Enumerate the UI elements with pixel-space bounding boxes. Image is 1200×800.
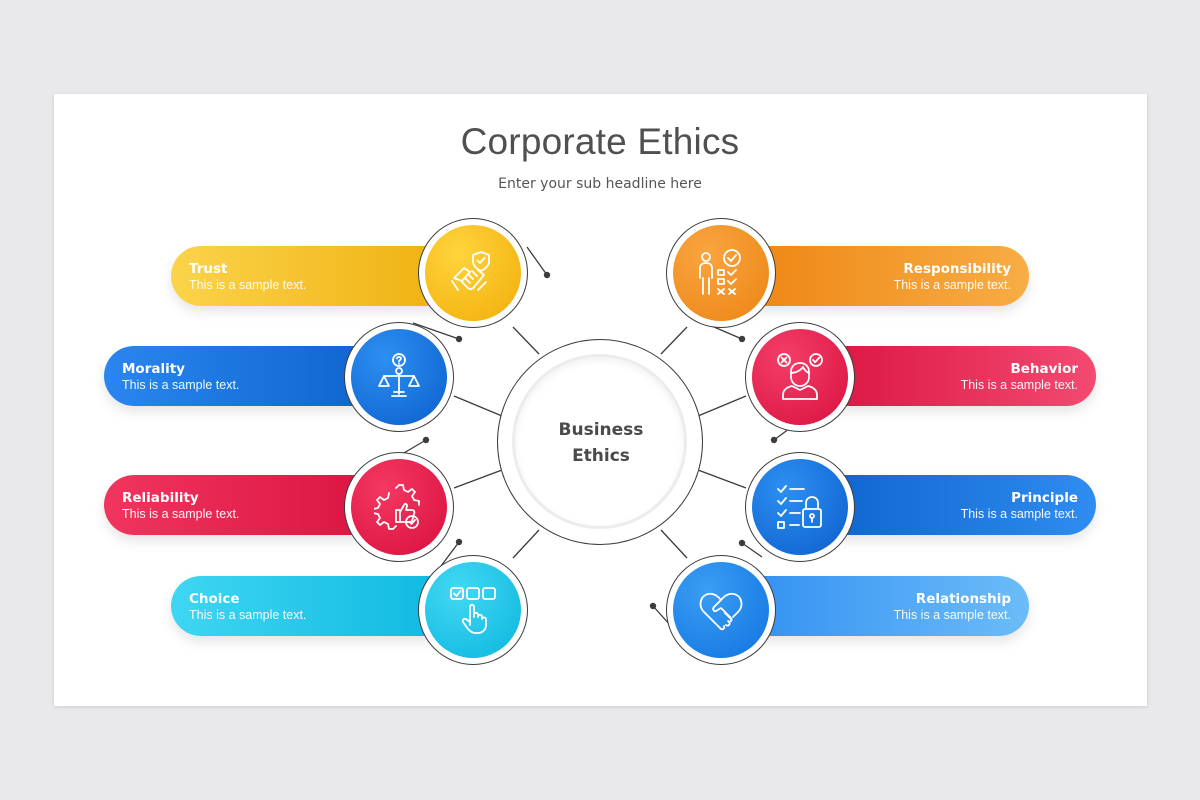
item-title: Reliability: [122, 490, 199, 506]
person-choice-icon: [777, 353, 823, 400]
spoke-trust: [512, 326, 540, 355]
node-morality[interactable]: [351, 329, 447, 425]
node-trust[interactable]: [425, 225, 521, 321]
tail-principle: [741, 542, 763, 558]
node-reliability[interactable]: [351, 459, 447, 555]
item-title: Behavior: [1010, 361, 1078, 377]
dot-responsibility: [738, 335, 746, 343]
item-title: Responsibility: [903, 261, 1011, 277]
page-subtitle: Enter your sub headline here: [498, 176, 702, 192]
node-behavior[interactable]: [752, 329, 848, 425]
dot-trust: [543, 271, 551, 279]
item-title: Relationship: [915, 591, 1011, 607]
spoke-responsibility: [660, 326, 688, 355]
spoke-behavior: [697, 395, 747, 417]
checklist-lock-icon: [777, 485, 822, 529]
handshake-shield-icon: [451, 251, 490, 291]
gear-thumbs-up-icon: [374, 484, 420, 530]
dot-principle: [738, 539, 746, 547]
scales-person-icon: [378, 353, 420, 397]
center-hub: Business Ethics: [497, 339, 703, 545]
item-text: This is a sample text.: [960, 507, 1078, 521]
spoke-reliability: [453, 469, 503, 489]
spoke-morality: [453, 395, 503, 417]
item-text: This is a sample text.: [960, 378, 1078, 392]
spoke-choice: [512, 529, 540, 559]
center-inner-ring: [512, 354, 687, 529]
person-checklist-icon: [699, 249, 741, 295]
dot-reliability: [422, 436, 430, 444]
item-text: This is a sample text.: [122, 507, 240, 521]
spoke-relationship: [660, 529, 688, 559]
dot-behavior: [770, 436, 778, 444]
item-title: Principle: [1011, 490, 1078, 506]
item-title: Trust: [189, 261, 228, 277]
item-text: This is a sample text.: [893, 608, 1011, 622]
page-title: Corporate Ethics: [460, 121, 740, 162]
node-choice[interactable]: [425, 562, 521, 658]
item-text: This is a sample text.: [189, 608, 307, 622]
item-text: This is a sample text.: [189, 278, 307, 292]
dot-morality: [455, 335, 463, 343]
item-relationship[interactable]: Relationship This is a sample text.: [729, 576, 1029, 636]
item-text: This is a sample text.: [122, 378, 240, 392]
node-relationship[interactable]: [673, 562, 769, 658]
center-line-1: Business: [558, 420, 644, 440]
item-title: Morality: [122, 361, 185, 377]
node-responsibility[interactable]: [673, 225, 769, 321]
spoke-principle: [697, 469, 747, 489]
dot-choice: [455, 538, 463, 546]
item-responsibility[interactable]: Responsibility This is a sample text.: [729, 246, 1029, 306]
heart-handshake-icon: [699, 592, 743, 631]
item-title: Choice: [189, 591, 240, 607]
item-text: This is a sample text.: [893, 278, 1011, 292]
tail-trust: [526, 246, 548, 276]
dot-relationship: [649, 602, 657, 610]
node-principle[interactable]: [752, 459, 848, 555]
hand-pointer-checkboxes-icon: [450, 587, 496, 634]
center-line-2: Ethics: [572, 446, 630, 466]
center-label: Business Ethics: [498, 417, 704, 469]
